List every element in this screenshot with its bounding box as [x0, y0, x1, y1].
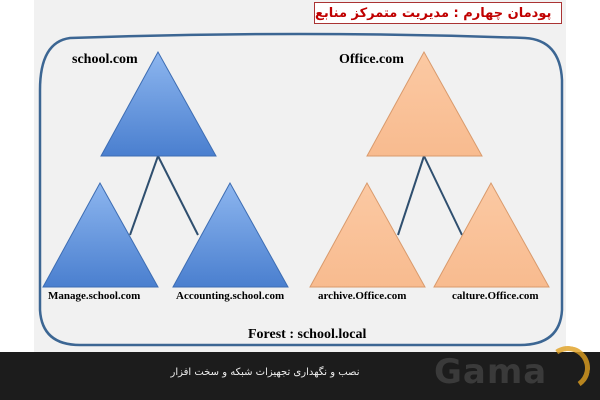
connector-line: [423, 155, 463, 236]
forest-label: Forest : school.local: [248, 327, 367, 342]
content-area: [34, 0, 566, 352]
forest-boundary: [38, 32, 564, 347]
tree-root-label: school.com: [72, 52, 138, 67]
child-domain-label: Accounting.school.com: [176, 290, 285, 302]
tree-root-label: Office.com: [339, 52, 404, 67]
domain-triangle-school-com: [100, 50, 217, 157]
domain-triangle-archive: [309, 181, 426, 288]
footer-caption: نصب و نگهداری تجهیزات شبکه و سخت افزار: [170, 367, 360, 378]
domain-triangle-accounting: [172, 181, 289, 288]
connector-line: [157, 155, 199, 236]
child-domain-label: archive.Office.com: [318, 290, 407, 302]
connector-line: [397, 155, 425, 236]
child-domain-label: Manage.school.com: [48, 290, 141, 302]
footer-bar: [0, 352, 600, 400]
domain-triangle-office-com: [366, 50, 483, 157]
gama-logo: Gama: [434, 352, 548, 392]
connector-line: [129, 155, 159, 236]
page-title: پودمان چهارم : مدیریت متمرکز منابع: [314, 2, 562, 24]
domain-triangle-calture: [433, 181, 550, 288]
forest-diagram: [38, 32, 564, 347]
domain-triangle-manage: [42, 181, 159, 288]
child-domain-label: calture.Office.com: [452, 290, 539, 302]
